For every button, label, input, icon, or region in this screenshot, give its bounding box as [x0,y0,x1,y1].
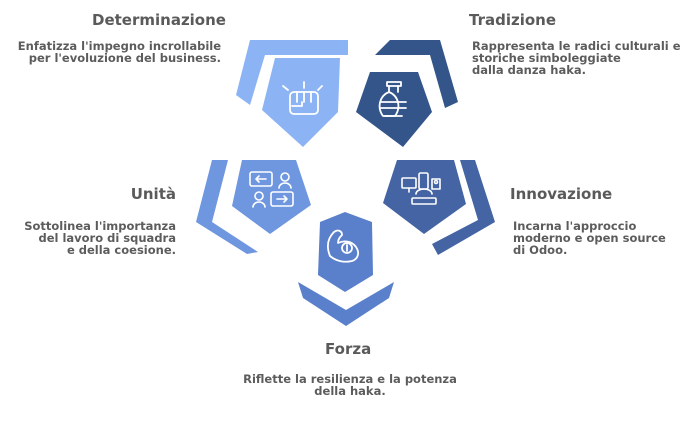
forza-description-line: Riflette la resilienza e la potenza [243,372,457,386]
unita-description-line: Sottolinea l'importanza [24,219,176,233]
determinazione-pentagon [262,58,340,147]
innovazione-description-line: moderno e open source [513,231,666,245]
forza-description-line: della haka. [314,384,386,398]
innovazione-description-line: Incarna l'approccio [513,219,637,233]
unita-description-line: del lavoro di squadra [38,231,176,245]
unita-description: Sottolinea l'importanza del lavoro di sq… [24,220,176,256]
determinazione-description-line: per l'evoluzione del business. [28,51,221,65]
tradizione-title: Tradizione [469,11,557,29]
innovazione-frame [432,160,495,255]
unita-frame [196,160,258,254]
raised-fist-icon [282,81,323,115]
tradizione-description-line: Rappresenta le radici culturali e [472,39,681,53]
team-chat-icon [249,171,294,208]
innovazione-title: Innovazione [510,185,613,203]
tradizione-description-line: storiche simboleggiate [472,51,621,65]
determinazione-frame [236,40,348,105]
vase-icon [378,81,407,117]
unita-title: Unità [130,185,176,203]
tradizione-frame [375,40,458,108]
forza-title: Forza [325,340,372,358]
innovazione-description: Incarna l'approccio moderno e open sourc… [513,220,666,256]
tradizione-pentagon [356,72,432,147]
determinazione-description-line: Enfatizza l'impegno incrollabile [17,39,221,53]
flexed-arm-icon [327,229,359,263]
forza-frame [298,282,394,326]
tradizione-description: Rappresenta le radici culturali e storic… [472,40,681,76]
devices-icon [401,172,441,205]
unita-description-line: e della coesione. [66,243,176,257]
forza-description: Riflette la resilienza e la potenza dell… [230,373,470,397]
innovazione-description-line: di Odoo. [513,243,568,257]
determinazione-description: Enfatizza l'impegno incrollabile per l'e… [18,40,221,64]
tradizione-description-line: dalla danza haka. [472,63,587,77]
determinazione-title: Determinazione [92,11,226,29]
innovazione-pentagon [383,160,466,234]
